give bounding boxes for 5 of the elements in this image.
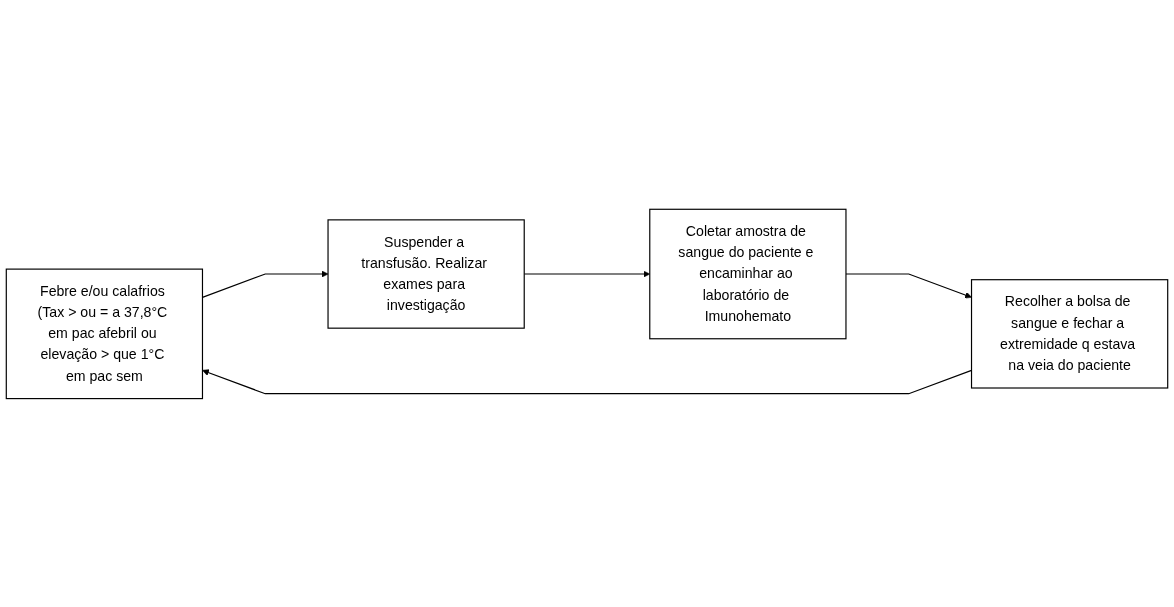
node-box: Suspender a transfusão. Realizar exames para investigação — [327, 218, 525, 329]
arrow — [845, 273, 972, 298]
node-box: Febre e/ou calafrios (Tax > ou = a 37,8°C em pac afebril ou elevação > que 1°C em pac sem — [5, 268, 204, 399]
node-box: Coletar amostra de sangue do paciente e encaminhar ao laboratório de Imunohemato — [649, 208, 847, 339]
node-box: Recolher a bolsa de sangue e fechar a extremidade q estava na veia do paciente — [970, 278, 1169, 389]
